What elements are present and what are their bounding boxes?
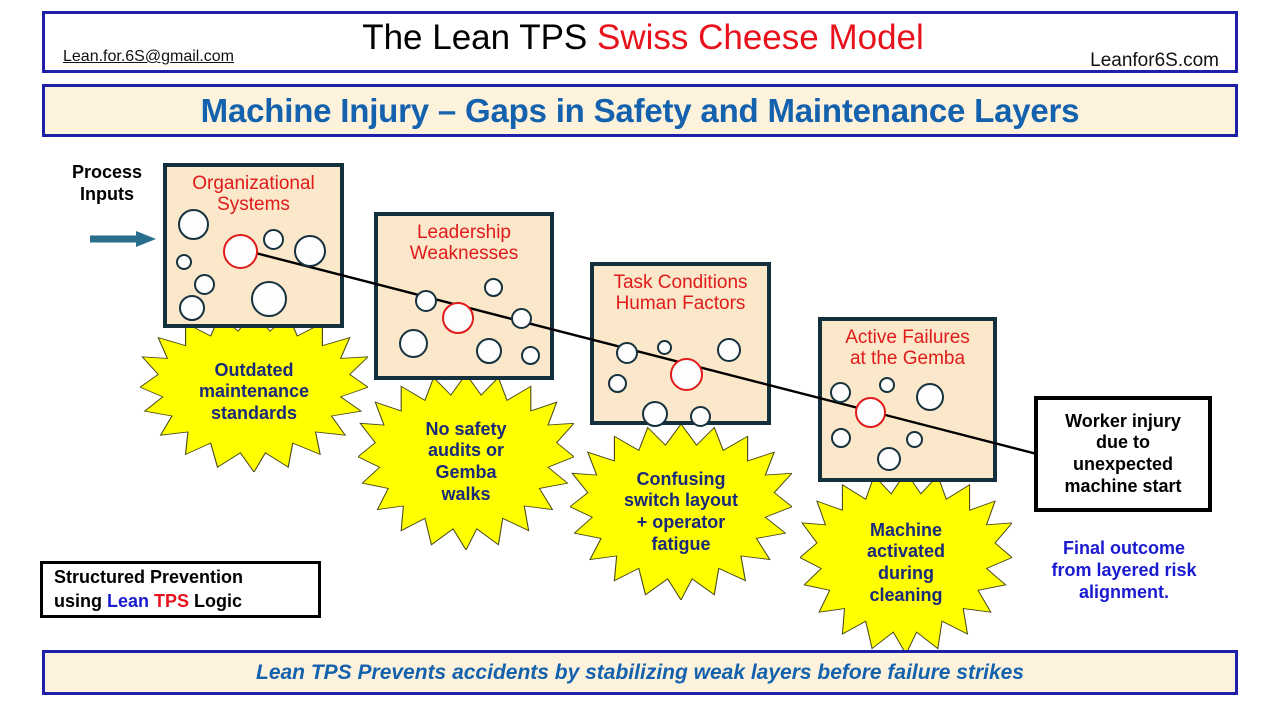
hole <box>484 278 503 297</box>
hole <box>616 342 638 364</box>
hole <box>690 406 711 427</box>
title-red-part: Swiss Cheese Model <box>596 18 924 57</box>
hole <box>877 447 901 471</box>
hole <box>415 290 437 312</box>
hole <box>176 254 192 270</box>
subtitle-text: Machine Injury – Gaps in Safety and Main… <box>200 91 1080 129</box>
hole <box>511 308 532 329</box>
hole <box>294 235 326 267</box>
prevention-line-1: Structured Prevention <box>54 567 244 588</box>
header-bar: Lean.for.6S@gmail.com The Lean TPS Swiss… <box>42 11 1238 73</box>
hole <box>608 374 627 393</box>
hole-aligned-red <box>670 358 703 391</box>
hole-aligned-red <box>442 302 474 334</box>
hole <box>916 383 944 411</box>
hole <box>476 338 502 364</box>
prevention-using: using <box>54 590 107 611</box>
footer-text: Lean TPS Prevents accidents by stabilizi… <box>256 660 1024 684</box>
hole <box>178 209 209 240</box>
hole <box>717 338 741 362</box>
prevention-tps: TPS <box>154 590 190 611</box>
hole <box>194 274 215 295</box>
hole <box>830 382 851 403</box>
title-black-part: The Lean TPS <box>362 18 597 57</box>
subtitle-bar: Machine Injury – Gaps in Safety and Main… <box>42 84 1238 137</box>
hole <box>879 377 895 393</box>
hole <box>263 229 284 250</box>
prevention-box: Structured Prevention using Lean TPS Log… <box>40 561 321 618</box>
hole <box>831 428 851 448</box>
hole <box>906 431 923 448</box>
hole-aligned-red <box>855 397 886 428</box>
hole-aligned-red <box>223 234 258 269</box>
page-title: The Lean TPS Swiss Cheese Model <box>45 18 1241 58</box>
hole <box>521 346 540 365</box>
prevention-line-2: using Lean TPS Logic <box>54 590 242 613</box>
hole <box>251 281 287 317</box>
hole <box>399 329 428 358</box>
prevention-lean: Lean <box>107 590 150 611</box>
website-label: Leanfor6S.com <box>1090 50 1219 71</box>
hole <box>642 401 668 427</box>
prevention-logic: Logic <box>189 590 243 611</box>
process-input-arrow-icon <box>90 231 156 247</box>
hole <box>657 340 672 355</box>
hole <box>179 295 205 321</box>
footer-bar: Lean TPS Prevents accidents by stabilizi… <box>42 650 1238 695</box>
contact-email-link[interactable]: Lean.for.6S@gmail.com <box>63 48 234 65</box>
